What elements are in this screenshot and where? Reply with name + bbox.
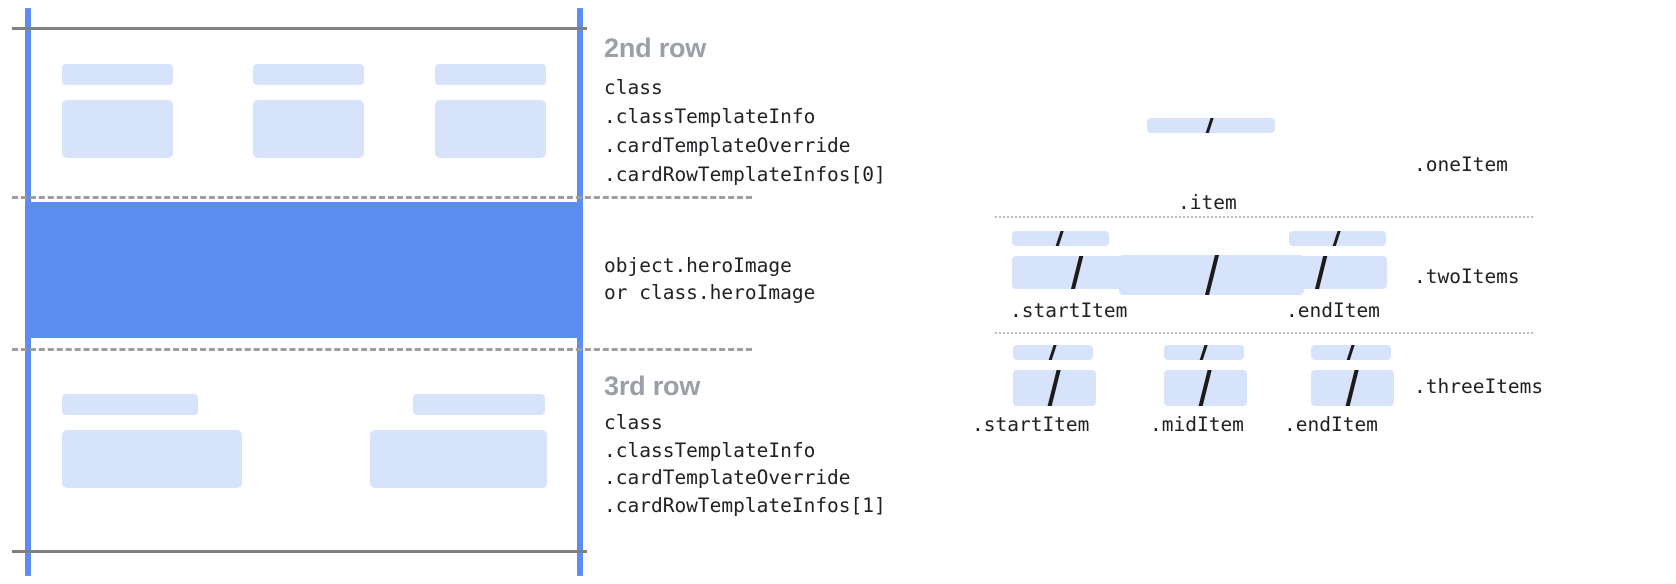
cell-body-box	[253, 100, 364, 158]
three-items-mid-sublabel: .midItem	[1150, 413, 1244, 436]
item-top-chip	[1164, 345, 1244, 360]
cell-body-box	[62, 100, 173, 158]
second-row-code-line: .cardRowTemplateInfos[0]	[604, 163, 886, 186]
slash-mark	[1198, 345, 1209, 360]
third-row-code-line: .cardRowTemplateInfos[1]	[604, 494, 886, 517]
third-row-code-line: .cardTemplateOverride	[604, 466, 851, 489]
three-items-label: .threeItems	[1414, 375, 1544, 398]
card-bottom-rule	[12, 550, 587, 553]
slash-mark	[1314, 256, 1328, 289]
slash-mark	[1345, 370, 1359, 406]
two-items-label: .twoItems	[1414, 265, 1520, 288]
three-items-start-sublabel: .startItem	[972, 413, 1090, 436]
item-main-chip	[1012, 256, 1143, 289]
slash-mark	[1331, 231, 1342, 246]
item-main-chip	[1164, 370, 1247, 406]
second-row-code-line: .cardTemplateOverride	[604, 134, 851, 157]
slash-mark	[1070, 256, 1084, 289]
one-item-label: .oneItem	[1414, 153, 1508, 176]
hero-image-band	[31, 202, 581, 338]
two-items-end-sublabel: .endItem	[1286, 299, 1380, 322]
third-row-heading: 3rd row	[604, 371, 701, 401]
two-items-start-sublabel: .startItem	[1010, 299, 1128, 322]
cell-body-box	[435, 100, 546, 158]
slash-mark	[1047, 345, 1058, 360]
cell-title-bar	[62, 64, 173, 85]
slash-mark	[1204, 255, 1220, 295]
hero-row-code-line: or class.heroImage	[604, 281, 816, 304]
item-top-chip	[1147, 118, 1275, 133]
two-three-divider	[995, 332, 1533, 334]
item-main-chip	[1311, 370, 1394, 406]
slash-mark	[1204, 118, 1215, 133]
cell-title-bar	[253, 64, 364, 85]
second-row-heading: 2nd row	[604, 33, 707, 63]
second-row-code-line: class	[604, 76, 663, 99]
item-top-chip	[1013, 345, 1093, 360]
left-edge-rail	[25, 8, 31, 576]
one-two-divider	[995, 216, 1533, 218]
three-items-end-sublabel: .endItem	[1284, 413, 1378, 436]
third-row-divider	[12, 348, 752, 351]
cell-title-bar	[413, 394, 545, 415]
item-top-chip	[1012, 231, 1109, 246]
cell-body-box	[370, 430, 547, 488]
slash-mark	[1345, 345, 1356, 360]
second-row-code-line: .classTemplateInfo	[604, 105, 816, 128]
hero-row-code-line: object.heroImage	[604, 254, 792, 277]
item-main-chip	[1013, 370, 1096, 406]
slash-mark	[1198, 370, 1212, 406]
item-top-chip	[1311, 345, 1391, 360]
card-top-rule	[12, 27, 587, 30]
third-row-code-line: .classTemplateInfo	[604, 439, 816, 462]
item-top-chip	[1289, 231, 1386, 246]
one-item-sublabel: .item	[1178, 191, 1237, 214]
cell-title-bar	[62, 394, 198, 415]
cell-body-box	[62, 430, 242, 488]
slash-mark	[1047, 370, 1061, 406]
second-row-divider	[12, 196, 752, 199]
third-row-code-line: class	[604, 411, 663, 434]
slash-mark	[1054, 231, 1065, 246]
cell-title-bar	[435, 64, 546, 85]
item-main-chip	[1256, 256, 1387, 289]
